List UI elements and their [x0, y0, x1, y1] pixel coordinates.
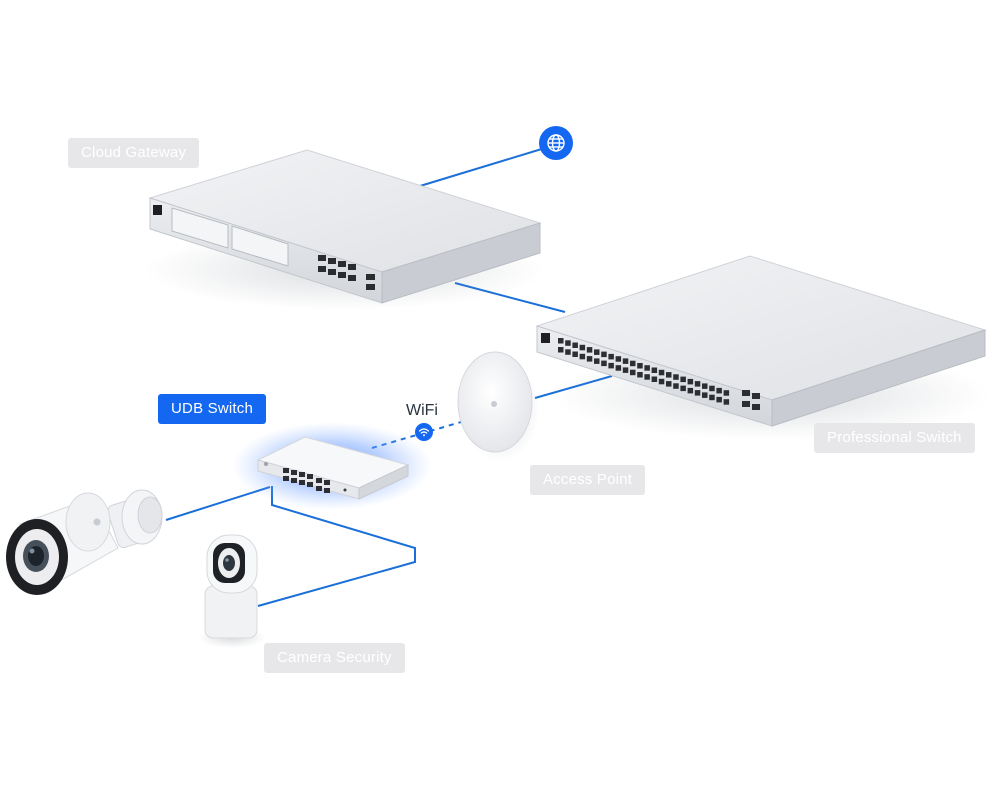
professional-switch-label: Professional Switch: [814, 423, 975, 453]
switch-port-grid: [558, 338, 730, 405]
access-point-label: Access Point: [530, 465, 646, 495]
wifi-icon: [415, 423, 433, 441]
globe-icon[interactable]: [539, 126, 573, 160]
dome-camera-device[interactable]: [198, 534, 266, 648]
bullet-camera-device[interactable]: [6, 489, 163, 595]
wifi-label: WiFi: [406, 402, 438, 419]
udb-switch-label: UDB Switch: [158, 394, 267, 424]
link-gateway-internet: [419, 147, 546, 187]
access-point-device[interactable]: [457, 351, 540, 462]
cloud-gateway-device[interactable]: [145, 149, 545, 310]
cloud-gateway-label: Cloud Gateway: [68, 138, 200, 168]
udb-switch-device[interactable]: [232, 422, 432, 510]
professional-switch-device[interactable]: [535, 255, 990, 440]
camera-security-label: Camera Security: [264, 643, 405, 673]
